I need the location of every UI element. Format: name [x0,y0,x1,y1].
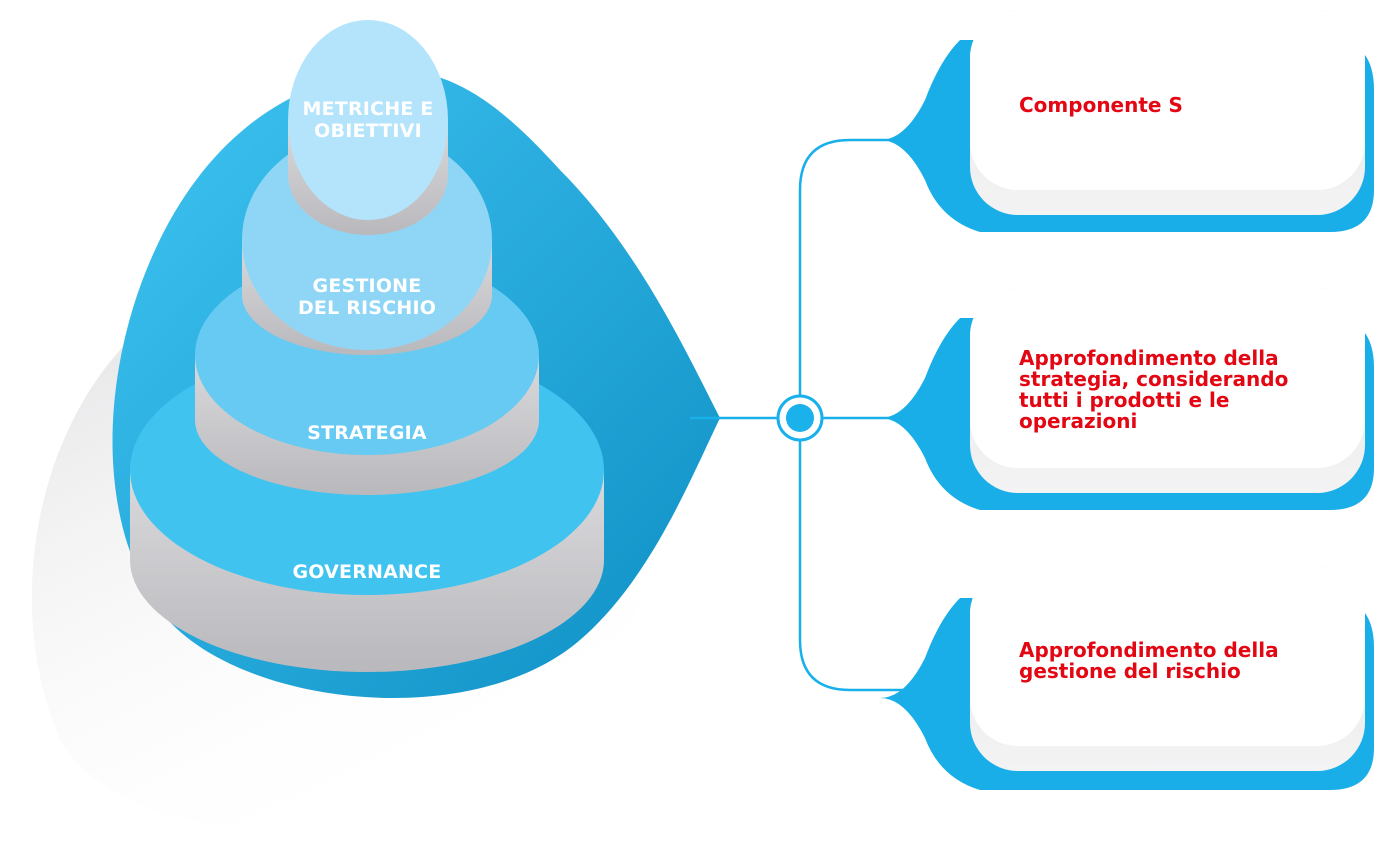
layer-label-governance: GOVERNANCE [292,561,442,583]
layer-label-gestione: GESTIONE DEL RISCHIO [297,275,437,319]
layer-metriche [288,20,448,235]
card-1-face [970,10,1365,190]
layer-label-metriche: METRICHE E OBIETTIVI [302,98,434,142]
card-strategia [880,288,1374,510]
layer-label-strategia: STRATEGIA [307,422,427,444]
connector-branch-bottom [798,438,970,692]
card-3-text: Approfondimento della gestione del risch… [1019,638,1279,683]
card-componente-s [880,10,1374,232]
card-2-text: Approfondimento della strategia, conside… [1019,346,1289,433]
card-gestione-rischio [880,566,1374,790]
hub-node-icon [776,394,824,442]
card-3-face [970,566,1365,746]
card-1-text: Componente S [1019,93,1183,117]
card-2-face [970,288,1365,468]
connector-trunk [798,138,970,418]
layer-metriche-top [288,20,448,220]
